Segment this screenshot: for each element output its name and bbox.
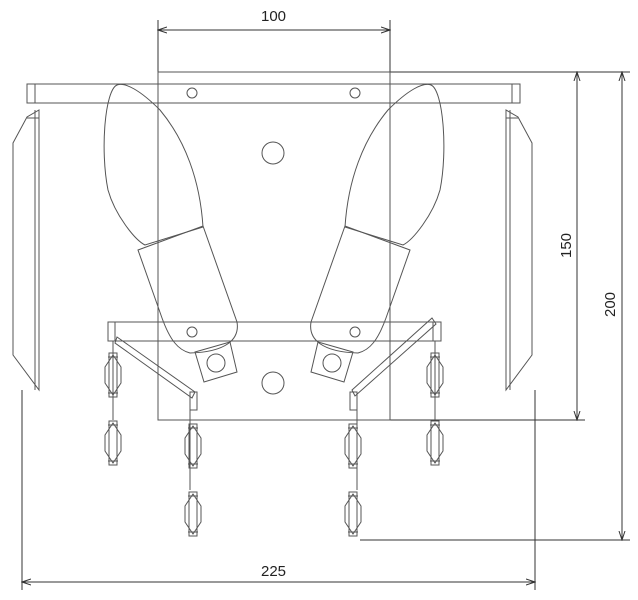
right-candle: [310, 83, 445, 383]
dimension-label-total-width: 225: [261, 563, 287, 580]
back-plate: [157, 71, 391, 421]
left-glass-panel: [12, 109, 40, 392]
right-glass-panel: [505, 109, 533, 392]
dimension-total-width: [22, 390, 535, 590]
crystal-drops: [104, 341, 444, 537]
bottom-bar: [107, 317, 442, 411]
dimension-label-top-width: 100: [261, 8, 287, 25]
dimension-top-width: [158, 20, 390, 72]
dimension-heights: [360, 72, 630, 540]
left-candle: [103, 83, 238, 383]
top-bar: [26, 83, 521, 104]
dimension-label-total-height: 200: [602, 291, 620, 318]
dimension-label-inner-height: 150: [558, 232, 576, 259]
